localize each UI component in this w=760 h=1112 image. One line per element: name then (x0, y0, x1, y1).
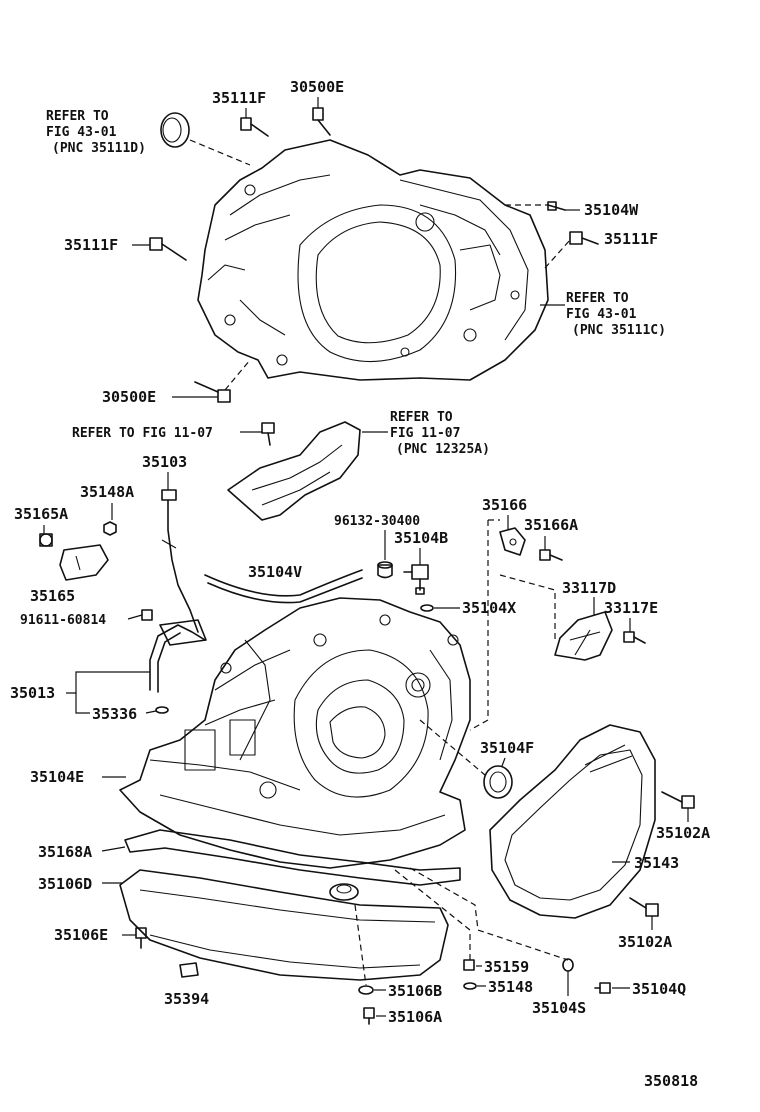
svg-text:(PNC 35111D): (PNC 35111D) (52, 141, 146, 156)
label-35166: 35166 (482, 496, 527, 514)
pin-35104W (547, 201, 566, 211)
bolt-35104Q (594, 982, 611, 994)
label-33117E: 33117E (604, 599, 658, 617)
label-35106D: 35106D (38, 875, 92, 893)
label-35104S: 35104S (532, 999, 586, 1017)
diagram-id: 350818 (644, 1072, 698, 1090)
label-35159: 35159 (484, 958, 529, 976)
bolt-30500E-bottom (194, 381, 231, 403)
svg-text:FIG 43-01: FIG 43-01 (566, 307, 637, 322)
bolt-33117E (623, 631, 646, 644)
plug-35106A (363, 1007, 375, 1025)
svg-text:FIG 11-07: FIG 11-07 (390, 426, 460, 441)
label-96132-30400: 96132-30400 (334, 514, 420, 529)
bolt-30500E-top (312, 107, 331, 136)
bolt-35106E (135, 927, 147, 949)
bolt-35165A (39, 533, 53, 547)
plug-96132-30400 (377, 561, 393, 579)
plug-35159 (463, 959, 475, 971)
label-35102A-bottom: 35102A (618, 933, 672, 951)
transaxle-case (119, 597, 471, 869)
bolt-35102A-top (661, 791, 695, 809)
oring-35148A (103, 521, 117, 536)
oil-pan-35106D (119, 869, 449, 981)
label-35104B: 35104B (394, 529, 448, 547)
label-35166A: 35166A (524, 516, 578, 534)
gasket-35106B (358, 985, 374, 995)
oil-seal-35104F (483, 765, 513, 799)
label-35104Q: 35104Q (632, 980, 686, 998)
label-35111F-left: 35111F (64, 236, 118, 254)
bracket-35165 (59, 544, 109, 581)
svg-text:(PNC 12325A): (PNC 12325A) (396, 442, 490, 457)
label-35168A: 35168A (38, 843, 92, 861)
svg-text:REFER TO: REFER TO (566, 291, 629, 306)
label-35148: 35148 (488, 978, 533, 996)
label-35104E: 35104E (30, 768, 84, 786)
label-35102A-top: 35102A (656, 824, 710, 842)
label-35104V: 35104V (248, 563, 302, 581)
label-35104X: 35104X (462, 599, 516, 617)
label-35336: 35336 (92, 705, 137, 723)
bracket-12325A (227, 421, 361, 521)
ref-fig-11-07-b: REFER TO FIG 11-07 (PNC 12325A) (390, 410, 490, 457)
svg-text:REFER TO: REFER TO (46, 109, 109, 124)
label-91611-60814: 91611-60814 (20, 613, 106, 628)
svg-text:REFER TO: REFER TO (390, 410, 453, 425)
label-35106E: 35106E (54, 926, 108, 944)
oring-35336 (155, 706, 169, 714)
clip-35166 (499, 527, 526, 556)
magnet-35394 (179, 962, 199, 978)
label-35104F: 35104F (480, 739, 534, 757)
ref-fig-43-01-c: REFER TO FIG 43-01 (PNC 35111C) (566, 291, 666, 338)
hose-35104V (204, 569, 363, 604)
label-35111F-top: 35111F (212, 89, 266, 107)
bolt-35166A (539, 549, 563, 561)
bracket-33117D (554, 611, 613, 661)
label-35143: 35143 (634, 854, 679, 872)
bolt-91611-60814 (141, 609, 153, 621)
bolt-ref-11-07 (261, 422, 275, 446)
label-35165A: 35165A (14, 505, 68, 523)
label-35106B: 35106B (388, 982, 442, 1000)
dipstick-35103 (161, 489, 199, 633)
label-35111F-right: 35111F (604, 230, 658, 248)
label-35106A: 35106A (388, 1008, 442, 1026)
bolt-35102A-bottom (629, 897, 659, 917)
label-30500E-bottom: 30500E (102, 388, 156, 406)
svg-text:FIG 43-01: FIG 43-01 (46, 125, 117, 140)
oil-seal-35111D (160, 112, 190, 148)
transaxle-housing (197, 139, 549, 381)
label-35104W: 35104W (584, 201, 639, 219)
gasket-35148 (463, 982, 477, 990)
label-30500E-top: 30500E (290, 78, 344, 96)
bolt-35111F-top (240, 117, 269, 137)
label-ref-fig-11-07: REFER TO FIG 11-07 (72, 426, 213, 441)
oring-35104S (562, 958, 574, 972)
side-cover-35143 (489, 724, 656, 919)
bolt-35111F-left (149, 237, 187, 261)
oring-35104X (420, 604, 434, 612)
label-35148A: 35148A (80, 483, 134, 501)
label-35103: 35103 (142, 453, 187, 471)
label-35013: 35013 (10, 684, 55, 702)
label-35394: 35394 (164, 990, 209, 1008)
ref-fig-43-01-d: REFER TO FIG 43-01 (PNC 35111D) (46, 109, 146, 156)
valve-35104B (403, 564, 429, 595)
svg-text:(PNC 35111C): (PNC 35111C) (572, 323, 666, 338)
label-35165: 35165 (30, 587, 75, 605)
bolt-35111F-right (569, 231, 599, 245)
pan-gasket-35168A (124, 829, 461, 886)
label-33117D: 33117D (562, 579, 616, 597)
dipstick-tube-35013 (149, 619, 207, 693)
